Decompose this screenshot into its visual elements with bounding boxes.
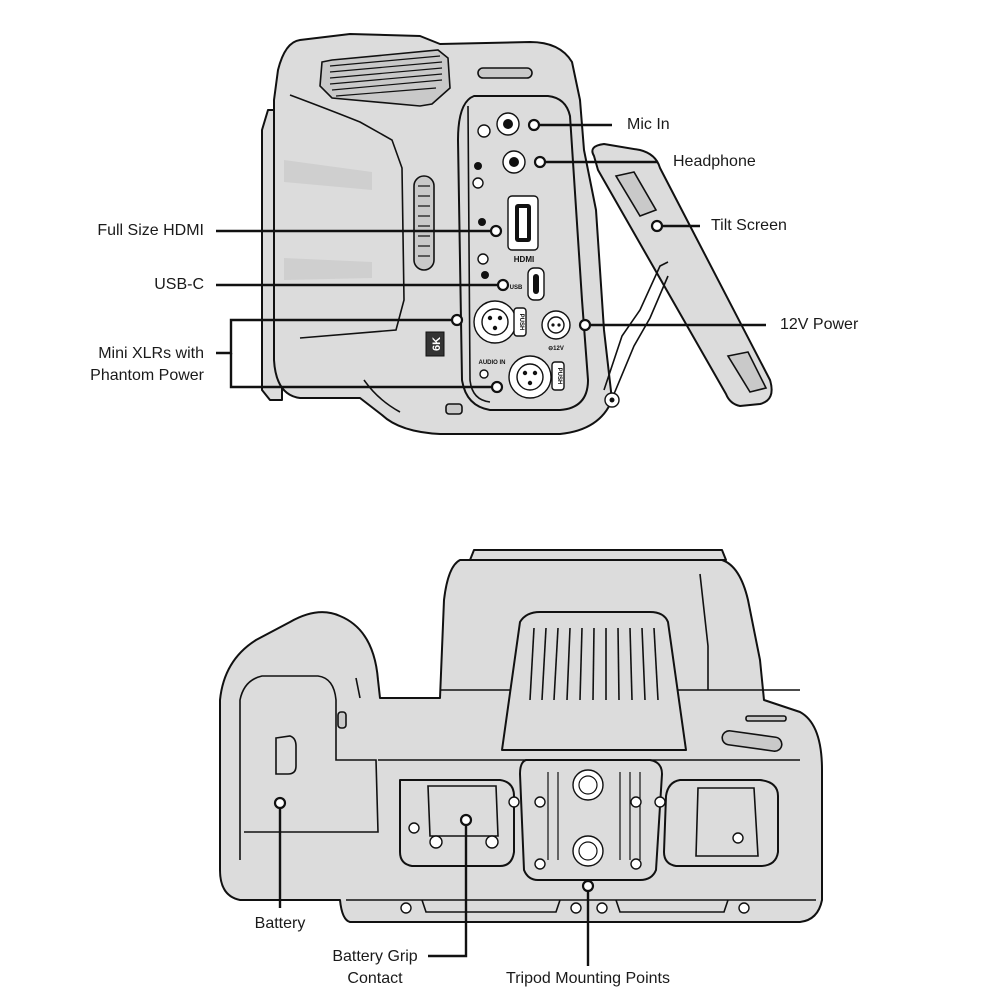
- usb-marking: USB: [510, 285, 523, 291]
- contact-screw-2: [485, 835, 499, 849]
- label-tripod-mounting-points: Tripod Mounting Points: [506, 970, 670, 987]
- mini-xlr-input-1: [473, 300, 527, 344]
- twelve-volt-port: [541, 310, 571, 340]
- tilt-screen-point: [650, 219, 664, 233]
- label-battery-grip-line1: Battery Grip: [332, 948, 418, 965]
- label-battery-grip-line2: Contact: [347, 970, 403, 987]
- battery-point: [273, 796, 287, 810]
- bottom-latch: [445, 403, 463, 415]
- rail-screws: [400, 902, 750, 914]
- usb-c-point: [496, 278, 510, 292]
- label-mini-xlrs: Mini XLRs with Phantom Power: [90, 343, 204, 387]
- screen-slot: [614, 171, 658, 217]
- small-indicator: [479, 369, 489, 379]
- top-edge: [469, 549, 727, 561]
- battery-grip-leader: [428, 820, 468, 958]
- audio-in-marking: AUDIO IN: [479, 360, 506, 366]
- mount-screws: [508, 796, 666, 870]
- status-led: [474, 162, 482, 170]
- tripod-socket-2-thread: [578, 841, 598, 861]
- rail-foot: [421, 899, 561, 913]
- tray-screw: [408, 822, 420, 834]
- tripod-mount-plate: [519, 759, 663, 881]
- headphone-jack: [502, 150, 526, 174]
- usb-c-opening: [533, 274, 539, 294]
- body-ridge-2: [699, 573, 709, 690]
- tripod-socket-1-thread: [578, 775, 598, 795]
- side-view-leaders: [216, 118, 766, 394]
- power-marking: ⊖12V: [548, 346, 564, 352]
- speaker-grille-holes: [418, 185, 430, 257]
- camera-side-view: 6K HDMI USB: [261, 33, 773, 435]
- twelve-volt-point: [578, 318, 592, 332]
- label-usb-c: USB-C: [154, 276, 204, 293]
- grip-notch: [337, 711, 347, 729]
- body-seam: [363, 379, 401, 413]
- status-led-3: [481, 271, 489, 279]
- label-mini-xlrs-line2: Phantom Power: [90, 367, 204, 384]
- push-marking-2: PUSH: [556, 368, 562, 385]
- battery-door-latch: [275, 735, 297, 775]
- bottom-view-leaders: [273, 796, 595, 966]
- side-slot: [721, 729, 783, 753]
- status-led-2: [478, 218, 486, 226]
- hdmi-port-pins: [519, 208, 527, 238]
- rail-foot-2: [615, 899, 729, 913]
- label-tilt-screen: Tilt Screen: [711, 217, 787, 234]
- small-screw: [477, 124, 491, 138]
- top-vent-slats: [329, 55, 443, 97]
- xlr-leader-lower: [229, 353, 497, 389]
- label-battery-grip-contact: Battery Grip Contact: [320, 946, 430, 990]
- model-badge: 6K: [431, 337, 443, 351]
- panel-edge: [467, 105, 491, 403]
- xlr-1-point: [450, 313, 464, 327]
- label-battery: Battery: [254, 915, 306, 932]
- grip-outline: [239, 675, 379, 860]
- label-headphone: Headphone: [673, 153, 756, 170]
- label-full-size-hdmi: Full Size HDMI: [97, 222, 204, 239]
- contact-panel: [427, 785, 499, 837]
- tripod-socket-1: [572, 769, 604, 801]
- tripod-point: [581, 879, 595, 893]
- panel-screw-2: [477, 253, 489, 265]
- label-mini-xlrs-line1: Mini XLRs with: [98, 345, 204, 362]
- shading-band: [284, 160, 372, 190]
- mic-jack: [496, 112, 520, 136]
- tripod-socket-2: [572, 835, 604, 867]
- battery-grip-point: [459, 813, 473, 827]
- vent-slats: [529, 627, 659, 701]
- xlr-2-point: [490, 380, 504, 394]
- screen-slot-2: [726, 351, 768, 393]
- xlr-leader-upper: [216, 318, 457, 355]
- shading-band-2: [284, 258, 372, 280]
- top-slot: [477, 67, 533, 79]
- hinge-arm-2: [613, 275, 669, 395]
- right-tray-screw: [732, 832, 744, 844]
- hdmi-point: [489, 224, 503, 238]
- hinge-arm: [603, 261, 669, 391]
- contact-screw: [429, 835, 443, 849]
- right-tray-inner: [695, 787, 759, 857]
- mount-plate-ribs: [547, 772, 641, 860]
- model-badge-plate: [425, 331, 445, 357]
- hinge-screw-center: [609, 397, 615, 403]
- headphone-point: [533, 155, 547, 169]
- hdmi-marking: HDMI: [514, 255, 534, 264]
- mic-in-point: [527, 118, 541, 132]
- push-marking-1: PUSH: [518, 314, 524, 331]
- grip-edge: [355, 677, 361, 699]
- mini-xlr-input-2: [508, 355, 565, 399]
- camera-bottom-view: [219, 549, 823, 923]
- small-vent: [745, 715, 787, 722]
- panel-screw: [472, 177, 484, 189]
- label-12v-power: 12V Power: [780, 316, 859, 333]
- right-tray: [663, 779, 779, 867]
- grip-contour: [289, 94, 405, 339]
- label-mic-in: Mic In: [627, 116, 670, 133]
